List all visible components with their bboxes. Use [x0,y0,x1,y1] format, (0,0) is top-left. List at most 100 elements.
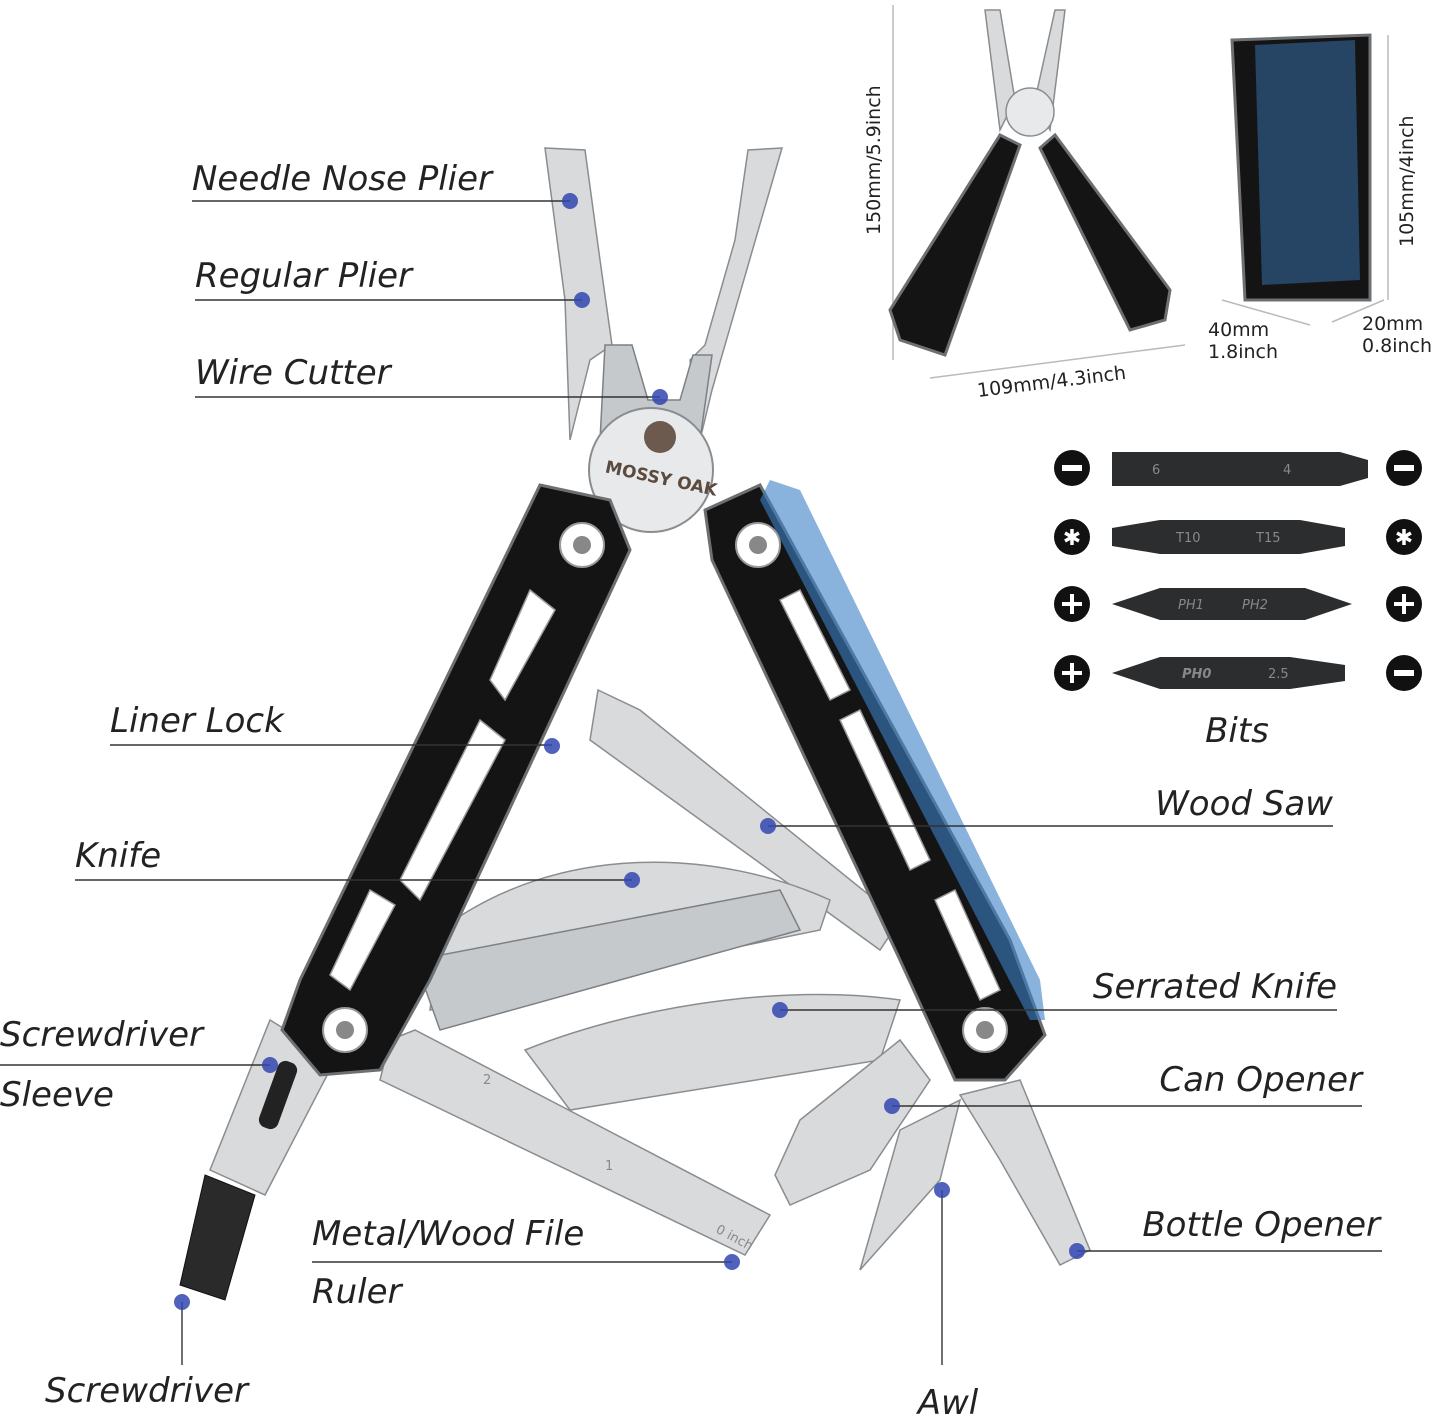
screw-bottom-right [962,1007,1008,1053]
open-mini-pivot [1005,87,1055,137]
closed-depth-mm: 20mm [1362,313,1423,335]
label-screwdriver-sleeve-line1: Screwdriver [0,1015,205,1055]
label-bottle-opener: Bottle Opener [1142,1205,1382,1245]
slotted-icon [1386,655,1422,691]
handle-right-cutout-2 [839,708,931,872]
bit-row-3: PH1 PH2 [1054,586,1422,622]
handle-right-cutout-3 [934,888,1001,1002]
ruler-blade [379,1029,772,1256]
pivot-badge [588,407,714,533]
bit-2-left-size: T10 [1175,531,1200,546]
brand-logo-emblem [644,421,676,453]
closed-width-line [1221,299,1311,326]
label-needle-nose-plier: Needle Nose Plier [192,159,494,199]
closed-height-label: 105mm/4inch [1396,115,1418,247]
closed-width-in: 1.8inch [1208,341,1278,363]
bit-row-2: ✱ T10 T15 ✱ [1054,519,1422,555]
bit-shaft-1 [1112,452,1368,486]
screwdriver-sleeve-dot [262,1057,278,1073]
sleeve-slot [258,1060,298,1130]
plier-jaw-right [689,147,784,441]
wood-saw-dot [760,818,776,834]
bit-row-1: 6 4 [1054,450,1422,486]
bit-1-right-size: 4 [1283,463,1291,478]
torx-icon: ✱ [1386,519,1422,555]
closed-mini-liner [1255,40,1360,285]
bit-4-right-size: 2.5 [1268,667,1289,682]
multitool-illustration: MOSSY OAK 2 1 0 inch [179,147,1091,1301]
closed-depth-in: 0.8inch [1362,335,1432,357]
callouts [0,193,1382,1365]
file-blade [413,889,802,1031]
screw-top-right [735,522,781,568]
closed-width-mm: 40mm [1208,319,1269,341]
svg-text:✱: ✱ [1395,526,1413,551]
bit-1-left-size: 6 [1152,463,1160,478]
screwdriver-bit [179,1174,256,1301]
phillips-icon [1386,586,1422,622]
bit-2-right-size: T15 [1255,531,1280,546]
bit-shaft-2 [1112,520,1345,554]
label-wood-saw: Wood Saw [1155,784,1333,824]
bottle-opener-tool [958,1079,1091,1266]
regular-plier-dot [574,292,590,308]
label-serrated-knife: Serrated Knife [1093,967,1337,1007]
screw-top-left [559,522,605,568]
serrated-knife-dot [772,1002,788,1018]
bit-4-left-size: PH0 [1182,667,1211,682]
label-awl: Awl [916,1383,979,1419]
label-bits: Bits [1205,711,1269,751]
closed-mini-body [1230,33,1372,302]
label-can-opener: Can Opener [1159,1060,1364,1100]
handle-right-liner [760,480,1045,1020]
can-opener-tool [774,1038,931,1206]
slotted-icon [1386,450,1422,486]
phillips-icon [1054,655,1090,691]
needle-nose-dot [562,193,578,209]
handle-right-cutout-1 [778,588,852,702]
label-screwdriver: Screwdriver [45,1371,250,1411]
bit-shaft-4 [1112,657,1345,689]
slotted-icon [1054,450,1090,486]
open-width-line [929,344,1186,379]
can-opener-dot [884,1098,900,1114]
bit-3-right-size: PH2 [1242,598,1268,613]
screw-bottom-left [322,1007,368,1053]
screwdriver-dot [174,1294,190,1310]
open-dimension-view: 150mm/5.9inch 109mm/4.3inch [863,5,1186,402]
bottle-opener-dot [1069,1243,1085,1259]
bit-shaft-3 [1112,588,1352,620]
ruler-mark-2: 2 [483,1073,491,1088]
closed-depth-line [1331,299,1385,323]
label-metal-wood-file: Metal/Wood File [312,1214,584,1254]
knife-dot [624,872,640,888]
part-labels: Needle Nose Plier Regular Plier Wire Cut… [0,159,1382,1419]
serrated-knife-blade [523,993,901,1111]
label-screwdriver-sleeve-line2: Sleeve [0,1075,114,1115]
closed-dimension-view: 105mm/4inch 40mm 1.8inch 20mm 0.8inch [1208,33,1432,363]
torx-icon: ✱ [1054,519,1090,555]
label-wire-cutter: Wire Cutter [195,353,393,393]
handle-left-cutout-3 [329,888,396,992]
bit-3-left-size: PH1 [1178,598,1204,613]
svg-text:✱: ✱ [1063,526,1081,551]
label-liner-lock: Liner Lock [110,701,285,741]
label-knife: Knife [75,836,161,876]
handle-left-cutout-2 [399,718,506,902]
ruler-mark-1: 1 [605,1159,613,1174]
label-ruler: Ruler [312,1272,404,1312]
open-height-label: 150mm/5.9inch [863,85,885,235]
file-ruler-dot [724,1254,740,1270]
awl-dot [934,1182,950,1198]
wire-cutter-dot [652,389,668,405]
bit-row-4: PH0 2.5 [1054,655,1422,691]
open-mini-handle-left [888,133,1022,357]
liner-lock-dot [544,738,560,754]
bits-panel: 6 4 ✱ T10 T15 ✱ PH1 PH2 PH0 2.5 Bits [1054,450,1422,751]
awl-tool [859,1098,962,1271]
open-width-label: 109mm/4.3inch [976,362,1127,402]
open-mini-handle-right [1038,132,1172,332]
handle-left-cutout-1 [489,588,556,702]
label-regular-plier: Regular Plier [195,256,414,296]
